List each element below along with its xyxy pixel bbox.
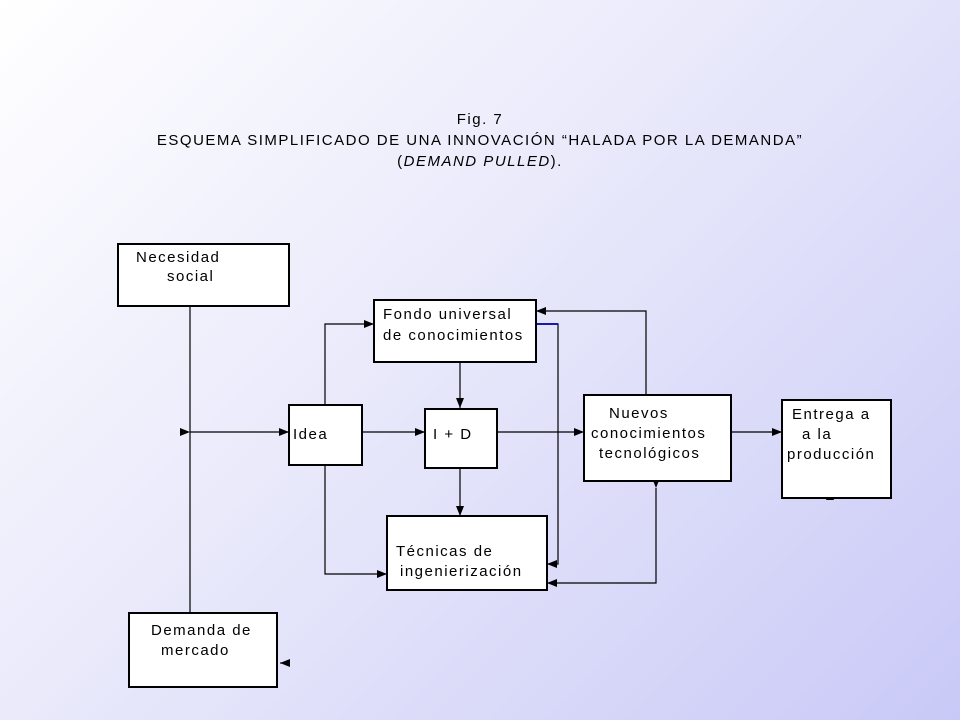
figure-heading: ESQUEMA SIMPLIFICADO DE UNA INNOVACIÓN “… [156, 132, 804, 149]
figure-subheading: (DEMAND PULLED). [397, 153, 563, 170]
figure-number: Fig. 7 [456, 111, 504, 128]
node-entrega-label-2: a la [802, 426, 833, 443]
edge-idea-tecnicas [324, 466, 387, 578]
edge-nuevos-fondo [536, 307, 650, 404]
node-demanda-mercado [128, 612, 278, 688]
node-id-label: I + D [433, 426, 473, 443]
node-fondo-universal [373, 299, 537, 363]
node-demanda-label-1: Demanda de [151, 622, 252, 639]
node-fondo-label-1: Fondo universal [383, 306, 513, 323]
node-entrega-label-3: producción [787, 446, 876, 463]
node-nuevos-label-1: Nuevos [609, 405, 669, 422]
figure-title: Fig. 7 ESQUEMA SIMPLIFICADO DE UNA INNOV… [0, 109, 960, 172]
node-necesidad-social [117, 243, 290, 307]
node-idea-label: Idea [293, 426, 329, 443]
edge-nuevos-tecnicas [547, 478, 660, 587]
node-tecnicas-ingenierizacion [386, 515, 548, 591]
edge-idea-fondo [324, 320, 374, 404]
node-demanda-label-2: mercado [161, 642, 230, 659]
node-fondo-label-2: de conocimientos [383, 327, 524, 344]
node-i-mas-d [424, 408, 498, 469]
node-necesidad-label-1: Necesidad [136, 249, 221, 266]
node-idea [288, 404, 363, 466]
node-nuevos-label-3: tecnológicos [599, 445, 701, 462]
node-nuevos-label-2: conocimientos [591, 425, 707, 442]
node-tecnicas-label-2: ingenierización [400, 563, 523, 580]
node-nuevos-conocimientos [583, 394, 732, 482]
node-entrega-label-1: Entrega a [792, 406, 871, 423]
node-necesidad-label-2: social [167, 268, 215, 285]
node-tecnicas-label-1: Técnicas de [396, 543, 494, 560]
node-entrega-produccion [781, 399, 892, 499]
